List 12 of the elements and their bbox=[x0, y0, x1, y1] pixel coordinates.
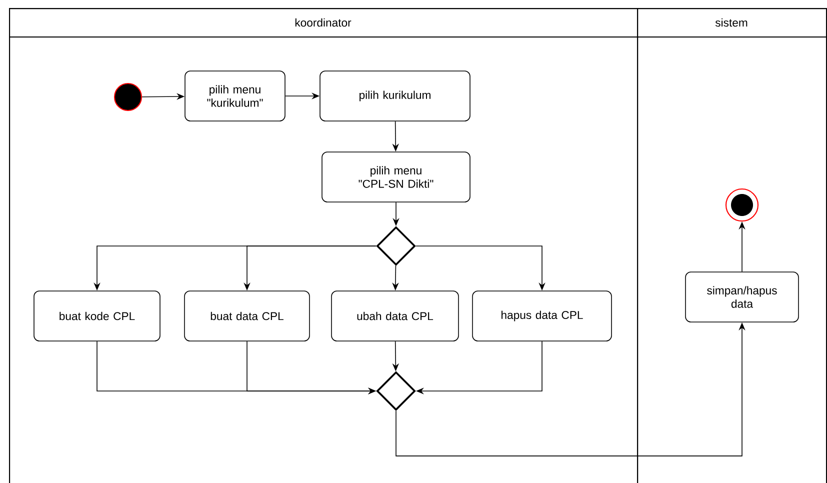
decision-diamond bbox=[376, 371, 416, 411]
action-box: buat kode CPL bbox=[34, 290, 160, 342]
action-box: pilih menu "kurikulum" bbox=[184, 70, 286, 122]
action-box: pilih kurikulum bbox=[320, 70, 470, 122]
end-node bbox=[725, 188, 759, 222]
start-node bbox=[114, 82, 142, 112]
action-box: simpan/hapus data bbox=[685, 272, 799, 322]
action-box: pilih menu "CPL-SN Dikti" bbox=[322, 152, 470, 202]
action-box: hapus data CPL bbox=[472, 290, 612, 342]
action-box: buat data CPL bbox=[184, 290, 310, 342]
action-box: ubah data CPL bbox=[331, 290, 459, 342]
decision-diamond bbox=[376, 226, 416, 266]
